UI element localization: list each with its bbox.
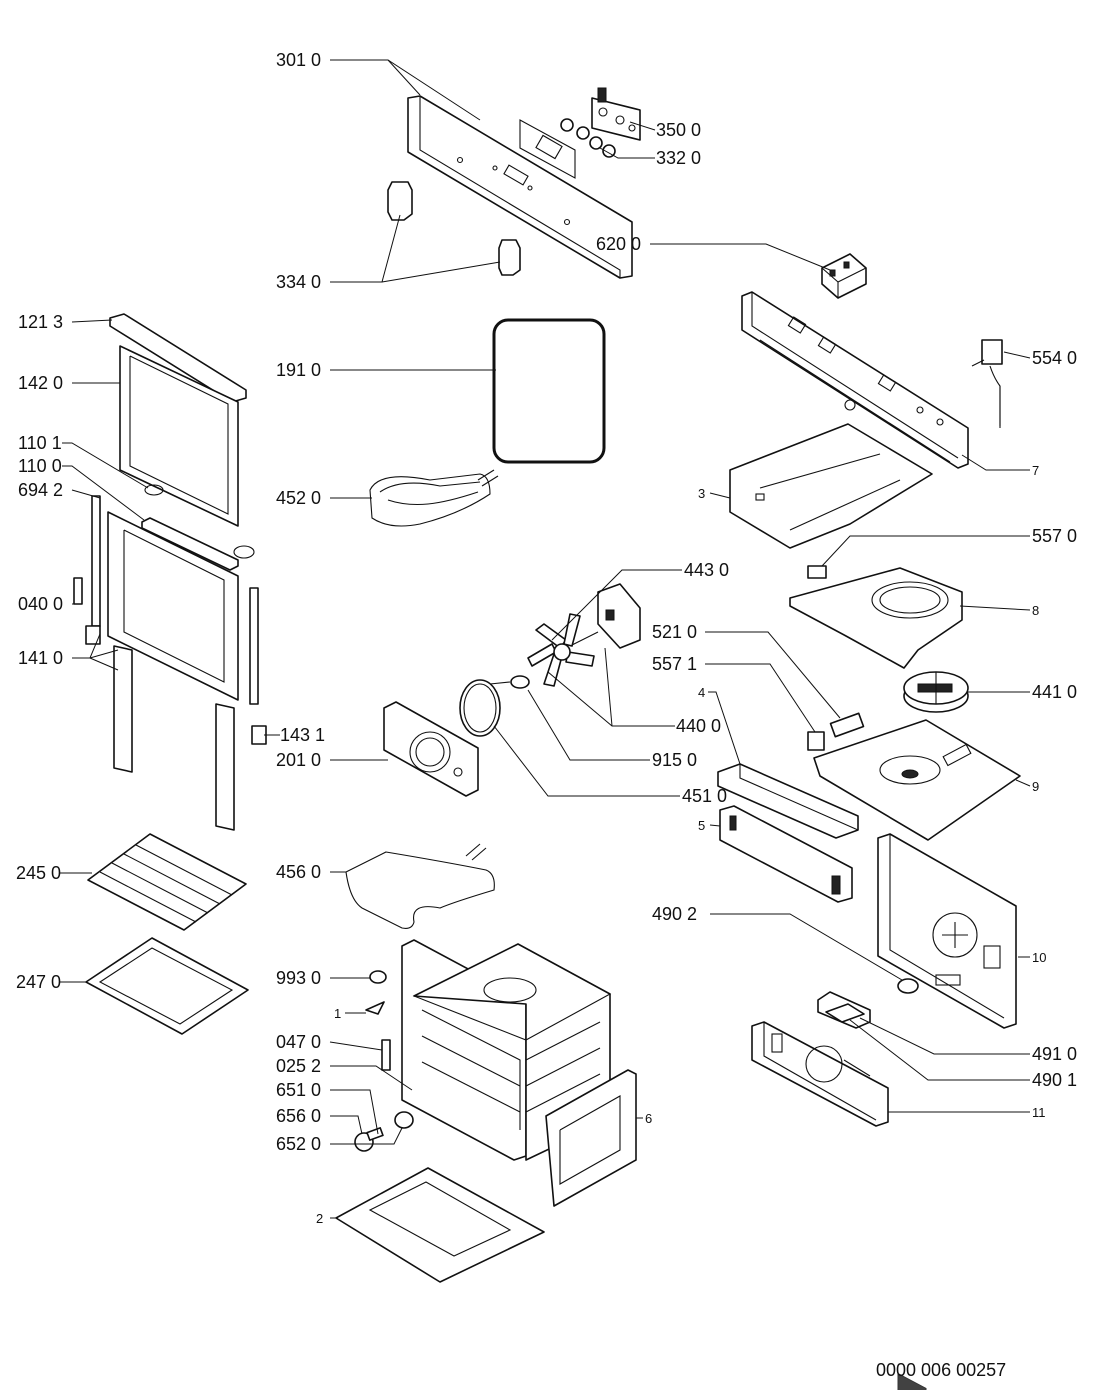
- callout-557-1: 557 1: [652, 654, 698, 674]
- callout-350-0: 350 0: [656, 120, 702, 140]
- callout-557-0: 557 0: [1032, 526, 1078, 546]
- callout-993-0: 993 0: [276, 968, 322, 988]
- callout-247-0: 247 0: [16, 972, 62, 992]
- rear-panel: [877, 833, 1017, 1390]
- callout-141-0: 141 0: [18, 648, 64, 668]
- motor-bushing: [510, 675, 530, 689]
- callout-441-0: 441 0: [1032, 682, 1078, 702]
- control-panel: [407, 95, 633, 279]
- callout-301-0: 301 0: [276, 50, 322, 70]
- door-trim-strip: [141, 517, 255, 571]
- callout-7: 7: [1032, 463, 1040, 478]
- callout-3: 3: [698, 486, 706, 501]
- callout-521-0: 521 0: [652, 622, 698, 642]
- door-outer-glass: [119, 345, 239, 527]
- callout-452-0: 452 0: [276, 488, 322, 508]
- callout-5: 5: [698, 818, 706, 833]
- fan-guard-panel: [383, 701, 479, 797]
- callout-047-0: 047 0: [276, 1032, 322, 1052]
- leader-lines: [60, 59, 1031, 1219]
- wire-rack: [87, 833, 247, 931]
- callout-9: 9: [1032, 779, 1040, 794]
- callout-443-0: 443 0: [684, 560, 730, 580]
- cooling-fan: [903, 671, 969, 713]
- fan-motor: [569, 583, 641, 649]
- electronic-module: [821, 253, 867, 299]
- cavity-side-panel: [545, 1069, 637, 1207]
- door-seal: [492, 318, 606, 464]
- bottom-plate: [335, 1167, 545, 1283]
- callout-4: 4: [698, 685, 706, 700]
- callout-110-0: 110 0: [18, 456, 62, 476]
- callout-656-0: 656 0: [276, 1106, 322, 1126]
- side-bracket: [719, 805, 853, 903]
- document-number: 0000 006 00257: [876, 1360, 1007, 1380]
- callout-491-0: 491 0: [1032, 1044, 1078, 1064]
- callout-652-0: 652 0: [276, 1134, 322, 1154]
- switch-block: [591, 87, 641, 141]
- callout-040-0: 040 0: [18, 594, 64, 614]
- fan-impeller: [527, 613, 595, 687]
- callout-694-2: 694 2: [18, 480, 64, 500]
- callout-110-1: 110 1: [18, 433, 62, 453]
- panel-clips: [387, 181, 521, 276]
- callout-490-1: 490 1: [1032, 1070, 1078, 1090]
- callout-143-1: 143 1: [280, 725, 326, 745]
- lower-heating-element: [345, 843, 495, 929]
- callout-440-0: 440 0: [676, 716, 722, 736]
- terminal-block: [817, 978, 919, 1029]
- heating-ring: [459, 679, 511, 737]
- callout-191-0: 191 0: [276, 360, 322, 380]
- callout-332-0: 332 0: [656, 148, 702, 168]
- door-inner-frame: [107, 511, 239, 701]
- fan-cover-plate: [789, 565, 963, 669]
- callout-11: 11: [1032, 1105, 1046, 1120]
- grill-element: [369, 469, 499, 527]
- callout-451-0: 451 0: [682, 786, 728, 806]
- callout-8: 8: [1032, 603, 1040, 618]
- top-frame-rail: [741, 291, 969, 469]
- callout-025-2: 025 2: [276, 1056, 322, 1076]
- callout-121-3: 121 3: [18, 312, 64, 332]
- thermostat: [971, 339, 1003, 428]
- door-top-trim: [109, 313, 247, 403]
- baking-tray: [85, 937, 249, 1035]
- callout-1: 1: [334, 1006, 342, 1021]
- callout-2: 2: [316, 1211, 324, 1226]
- callout-201-0: 201 0: [276, 750, 322, 770]
- callout-6: 6: [645, 1111, 653, 1126]
- callout-554-0: 554 0: [1032, 348, 1078, 368]
- door-lock-parts: [354, 970, 414, 1152]
- control-knob-shafts: [560, 118, 616, 158]
- callout-490-2: 490 2: [652, 904, 698, 924]
- callout-651-0: 651 0: [276, 1080, 322, 1100]
- callout-334-0: 334 0: [276, 272, 322, 292]
- back-plate: [751, 1021, 889, 1127]
- callout-10: 10: [1032, 950, 1047, 965]
- top-cover-plate: [729, 423, 933, 549]
- callout-456-0: 456 0: [276, 862, 322, 882]
- callout-142-0: 142 0: [18, 373, 64, 393]
- callout-620-0: 620 0: [596, 234, 642, 254]
- callout-915-0: 915 0: [652, 750, 698, 770]
- oven-cavity: [401, 939, 612, 1161]
- fan-housing-plate: [807, 712, 1021, 841]
- callout-245-0: 245 0: [16, 863, 62, 883]
